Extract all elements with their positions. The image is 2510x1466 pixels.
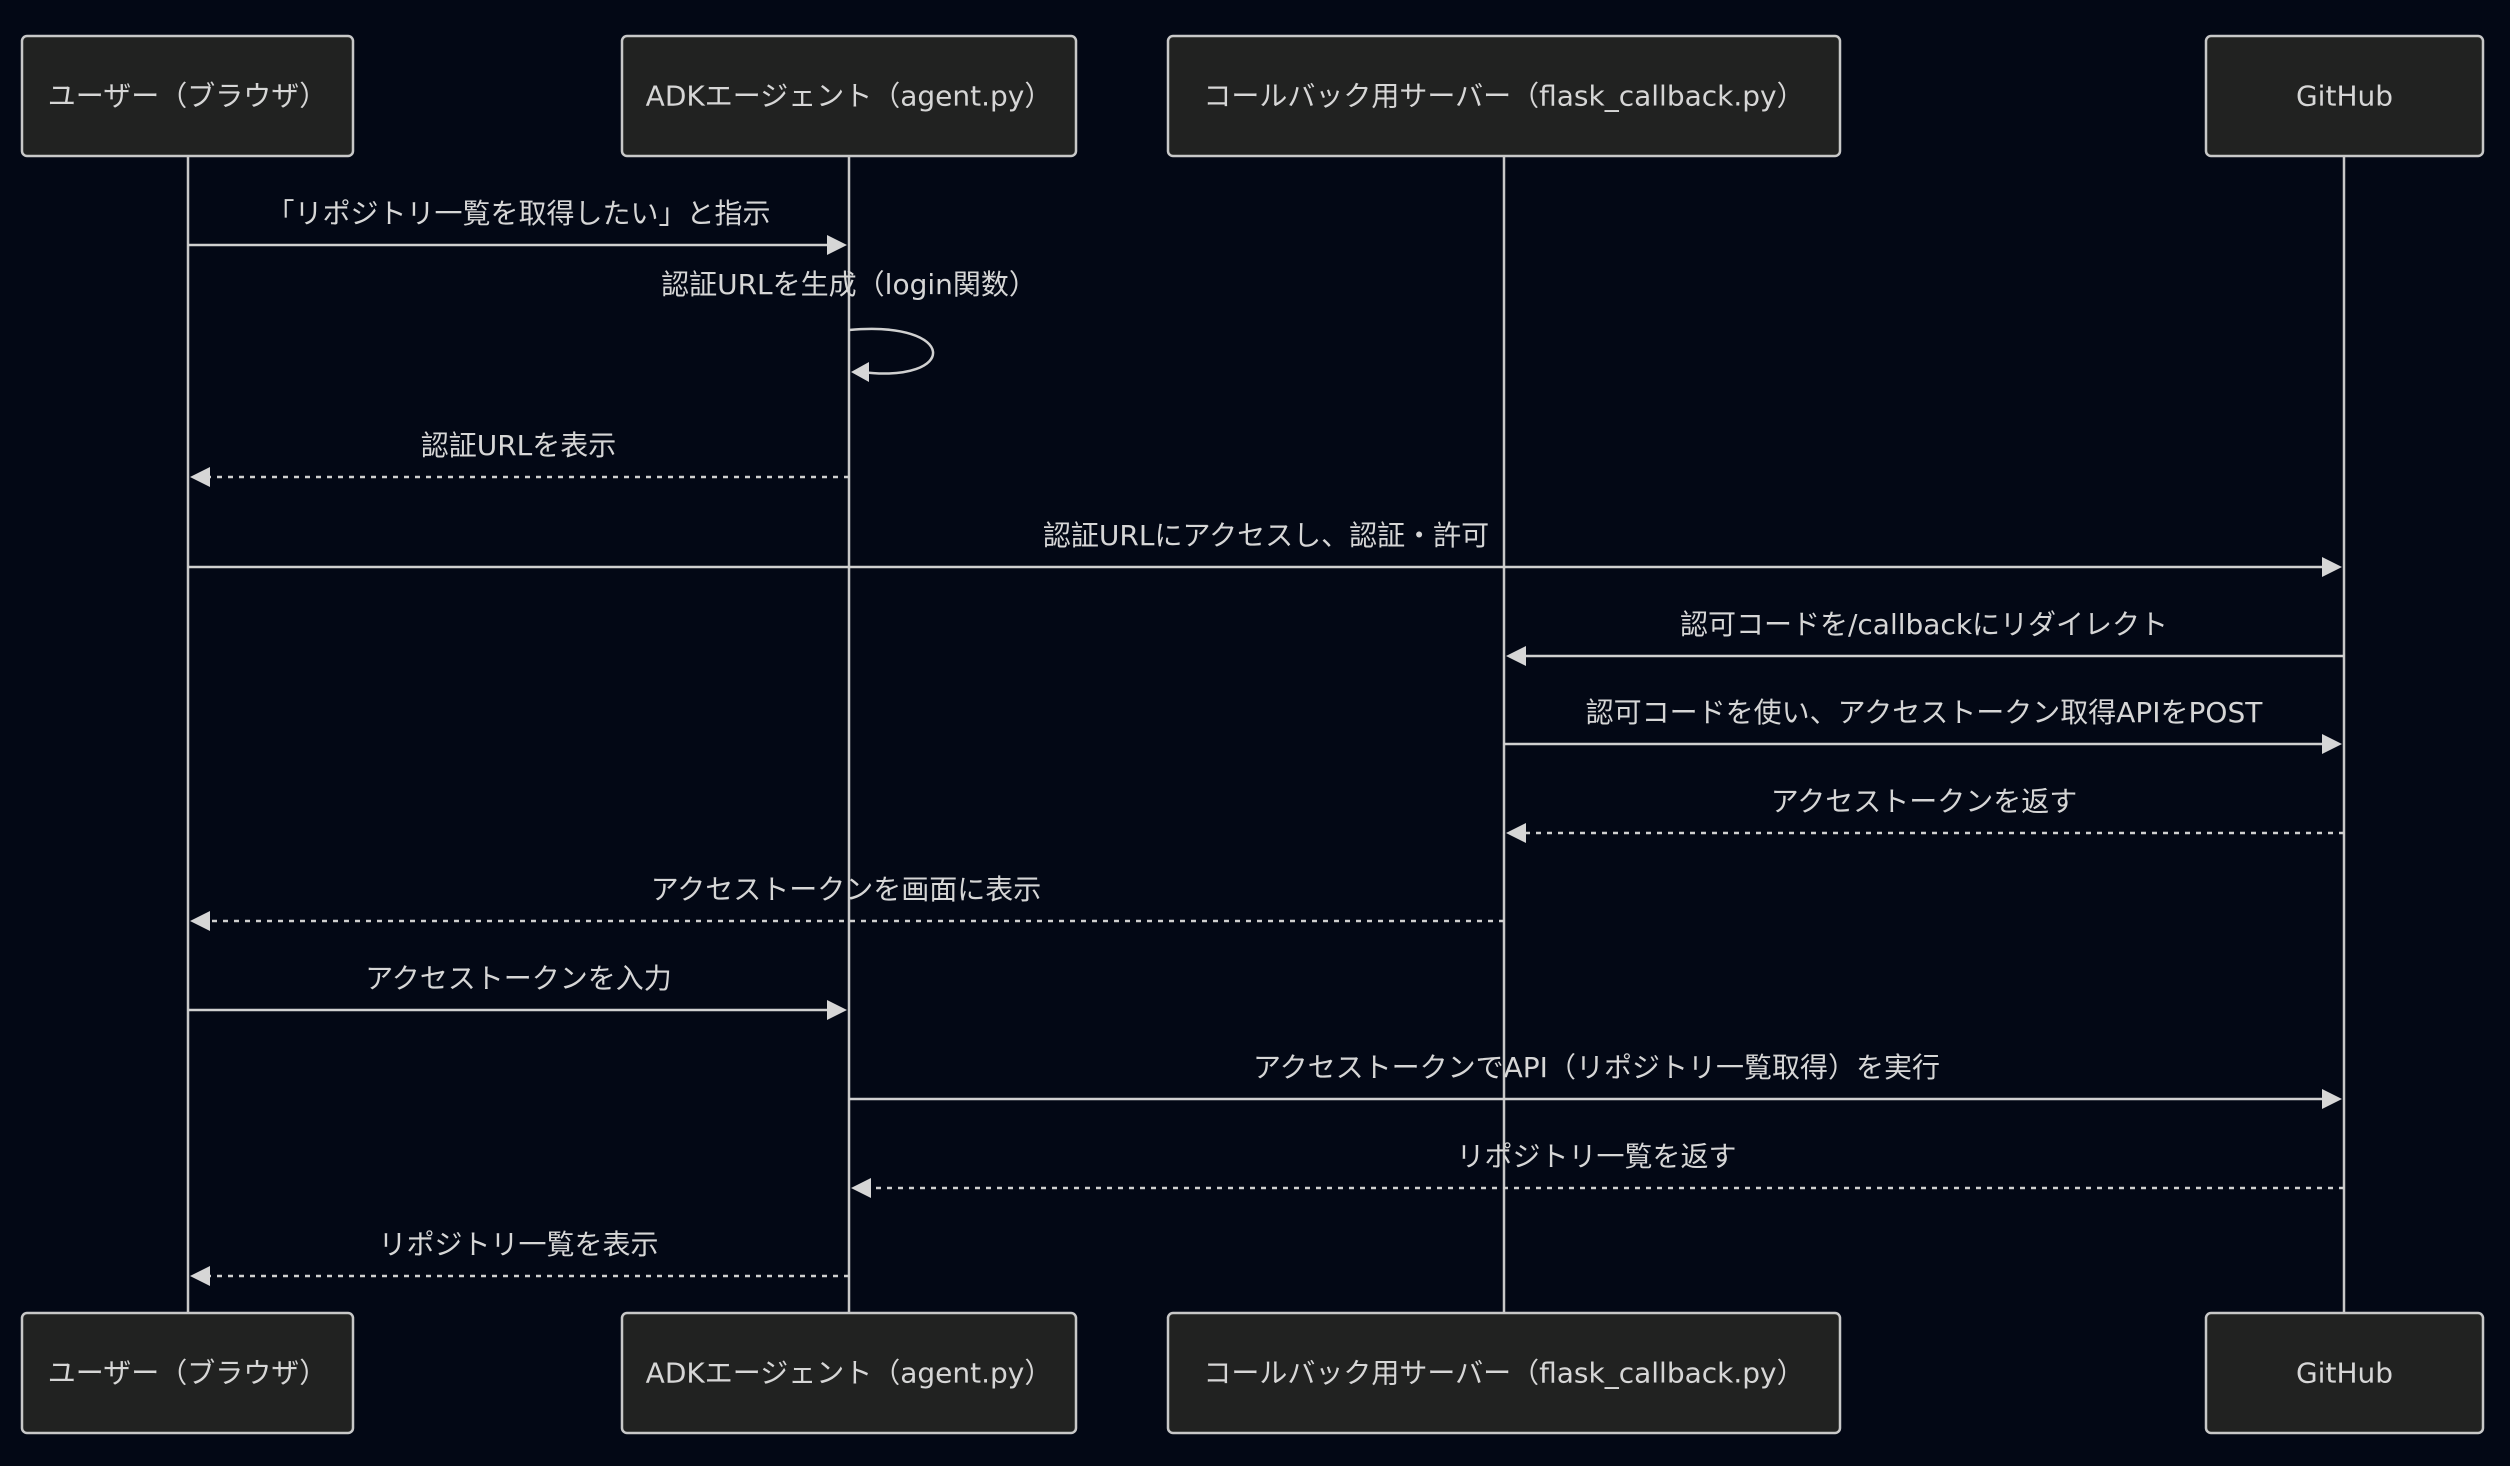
- message-11: リポジトリ一覧を返す: [851, 1140, 2344, 1198]
- message-label: 認証URLを生成（login関数）: [661, 268, 1037, 301]
- lifelines: [186, 156, 2346, 1313]
- participant-github-top[interactable]: GitHub: [2204, 34, 2485, 158]
- message-label: アクセストークンでAPI（リポジトリ一覧取得）を実行: [1253, 1051, 1940, 1084]
- participant-box[interactable]: [1166, 34, 1842, 158]
- message-line-self: [848, 327, 935, 375]
- arrowhead: [1506, 823, 1526, 843]
- message-10: アクセストークンでAPI（リポジトリ一覧取得）を実行: [849, 1051, 2342, 1109]
- participant-box[interactable]: [620, 1311, 1078, 1435]
- participant-label: GitHub: [2296, 1357, 2393, 1390]
- message-4: 認証URLにアクセスし、認証・許可: [188, 519, 2342, 577]
- participant-label: コールバック用サーバー（flask_callback.py）: [1203, 80, 1804, 113]
- message-label: 認可コードを使い、アクセストークン取得APIをPOST: [1586, 696, 2264, 729]
- message-3: 認証URLを表示: [190, 429, 849, 487]
- message-label: アクセストークンを入力: [365, 962, 672, 995]
- message-label: アクセストークンを返す: [1771, 785, 2078, 818]
- arrowhead: [1506, 646, 1526, 666]
- message-5: 認可コードを/callbackにリダイレクト: [1506, 608, 2344, 666]
- participant-box[interactable]: [2204, 1311, 2485, 1435]
- arrowhead: [190, 1266, 210, 1286]
- message-label: リポジトリ一覧を返す: [1456, 1140, 1736, 1173]
- arrowhead: [827, 1000, 847, 1020]
- message-label: 認証URLを表示: [421, 429, 617, 462]
- participant-box[interactable]: [2204, 34, 2485, 158]
- message-2: 認証URLを生成（login関数）: [661, 268, 1037, 382]
- participant-agent-bottom[interactable]: ADKエージェント（agent.py）: [620, 1311, 1078, 1435]
- participant-box[interactable]: [20, 34, 355, 158]
- participant-label: ユーザー（ブラウザ）: [48, 80, 327, 113]
- arrowhead: [190, 467, 210, 487]
- participant-github-bottom[interactable]: GitHub: [2204, 1311, 2485, 1435]
- message-label: アクセストークンを画面に表示: [651, 873, 1042, 906]
- message-6: 認可コードを使い、アクセストークン取得APIをPOST: [1504, 696, 2342, 754]
- participant-agent-top[interactable]: ADKエージェント（agent.py）: [620, 34, 1078, 158]
- message-label: 認可コードを/callbackにリダイレクト: [1680, 608, 2168, 641]
- participant-label: ユーザー（ブラウザ）: [48, 1357, 327, 1390]
- message-12: リポジトリ一覧を表示: [190, 1228, 849, 1286]
- message-label: 認証URLにアクセスし、認証・許可: [1043, 519, 1489, 552]
- participant-label: ADKエージェント（agent.py）: [646, 1357, 1053, 1390]
- message-label: リポジトリ一覧を表示: [378, 1228, 658, 1261]
- participant-box[interactable]: [620, 34, 1078, 158]
- arrowhead: [851, 362, 869, 382]
- arrowhead: [851, 1178, 871, 1198]
- arrowhead: [2322, 557, 2342, 577]
- participant-box[interactable]: [1166, 1311, 1842, 1435]
- arrowhead: [827, 235, 847, 255]
- arrowhead: [2322, 734, 2342, 754]
- participants-bottom: ユーザー（ブラウザ） ADKエージェント（agent.py） コールバック用サーバー…: [20, 1311, 2485, 1435]
- participant-callback-top[interactable]: コールバック用サーバー（flask_callback.py）: [1166, 34, 1842, 158]
- message-1: 「リポジトリ一覧を取得したい」と指示: [188, 197, 847, 255]
- message-7: アクセストークンを返す: [1506, 785, 2344, 843]
- participant-box[interactable]: [20, 1311, 355, 1435]
- arrowhead: [190, 911, 210, 931]
- participant-label: コールバック用サーバー（flask_callback.py）: [1203, 1357, 1804, 1390]
- participants-top: ユーザー（ブラウザ） ADKエージェント（agent.py） コールバック用サーバー…: [20, 34, 2485, 158]
- message-8: アクセストークンを画面に表示: [190, 873, 1504, 931]
- participant-label: GitHub: [2296, 80, 2393, 113]
- participant-user-top[interactable]: ユーザー（ブラウザ）: [20, 34, 355, 158]
- arrowhead: [2322, 1089, 2342, 1109]
- message-9: アクセストークンを入力: [188, 962, 847, 1020]
- participant-user-bottom[interactable]: ユーザー（ブラウザ）: [20, 1311, 355, 1435]
- participant-callback-bottom[interactable]: コールバック用サーバー（flask_callback.py）: [1166, 1311, 1842, 1435]
- participant-label: ADKエージェント（agent.py）: [646, 80, 1053, 113]
- message-label: 「リポジトリ一覧を取得したい」と指示: [266, 197, 770, 230]
